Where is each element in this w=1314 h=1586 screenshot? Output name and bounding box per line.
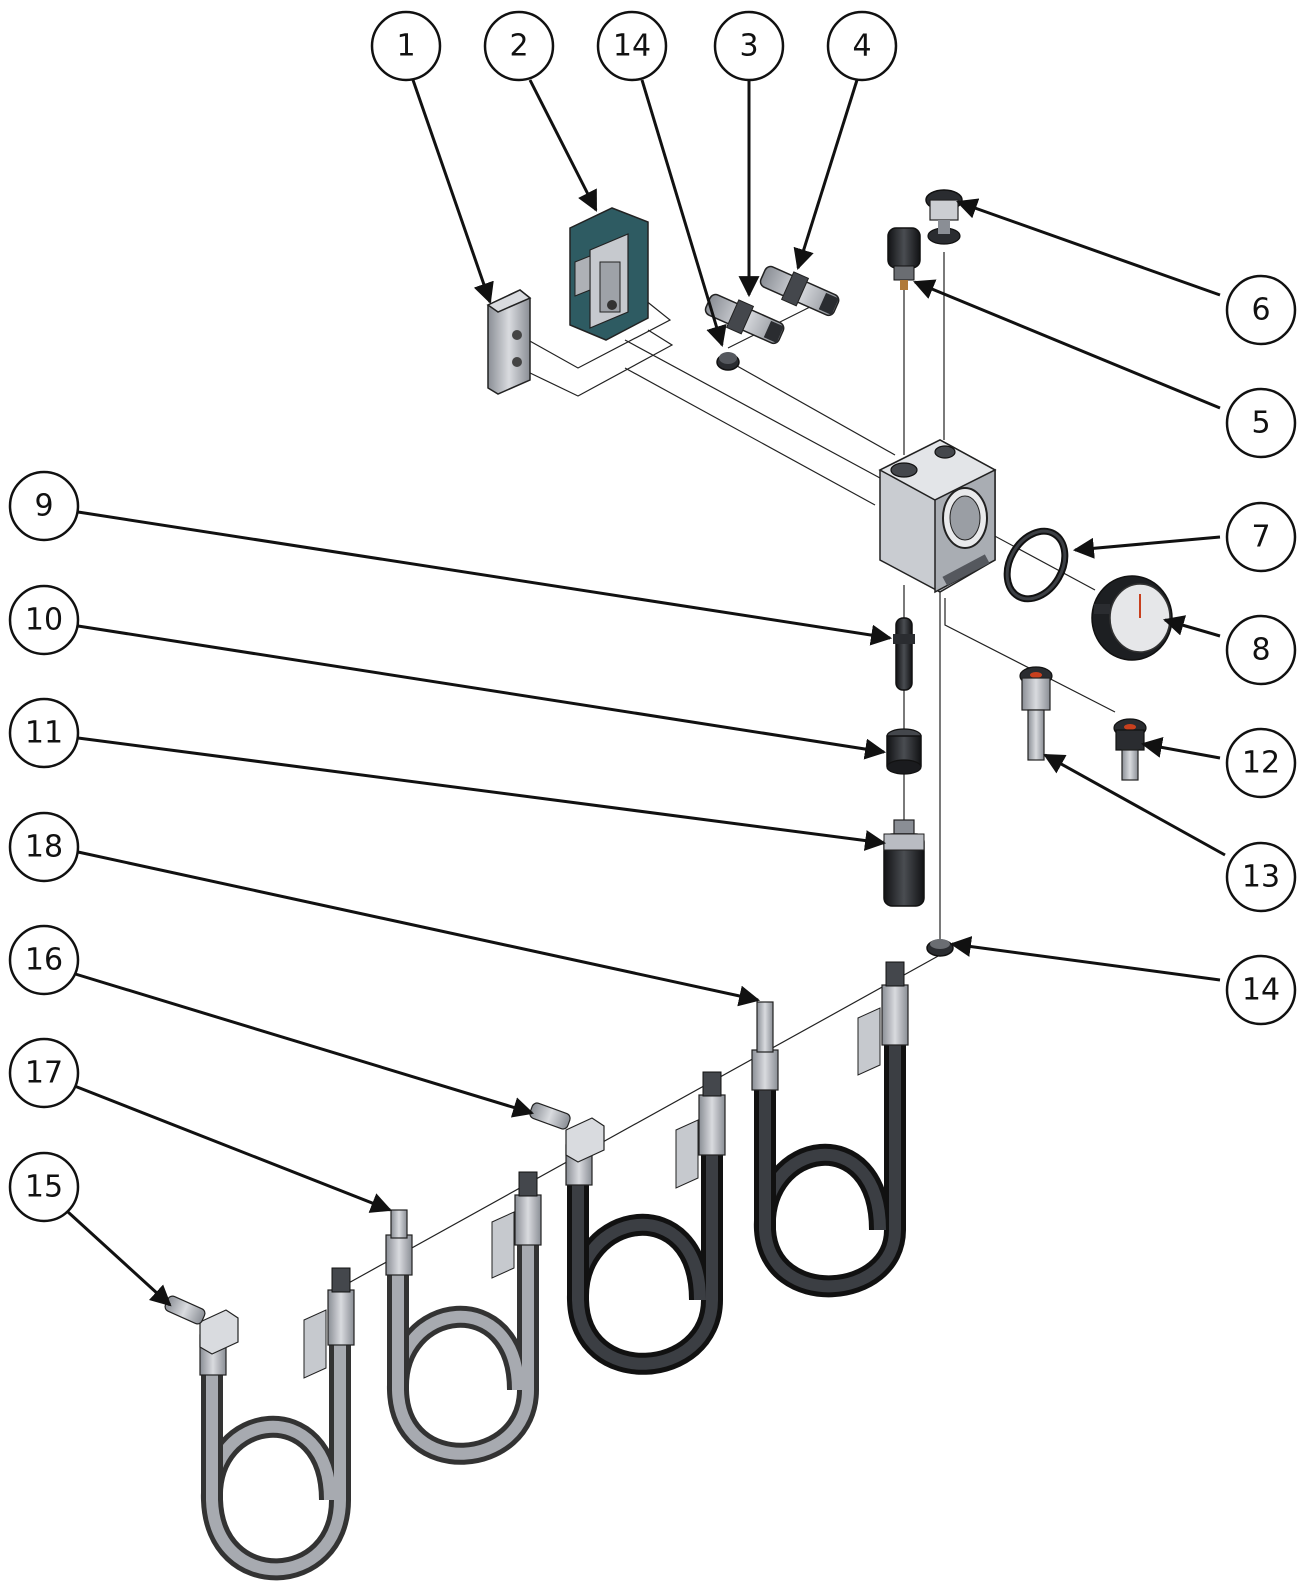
callout-10: 10 — [8, 584, 80, 656]
callout-9: 9 — [8, 470, 80, 542]
callout-14-lower-label: 14 — [1242, 973, 1280, 1008]
part-1-rail-block — [486, 289, 532, 395]
part-9-check-valve — [893, 617, 915, 691]
callout-9-label: 9 — [34, 489, 53, 524]
callout-2: 2 — [483, 10, 555, 82]
callout-5: 5 — [1225, 387, 1297, 459]
callout-16-label: 16 — [25, 943, 63, 978]
assembly-lines — [344, 252, 1116, 1286]
hose-18 — [751, 961, 909, 1298]
callout-14-lower: 14 — [1225, 954, 1297, 1026]
part-8-pressure-gauge — [1091, 575, 1173, 661]
callout-7: 7 — [1225, 501, 1297, 573]
callout-18: 18 — [8, 811, 80, 883]
part-11-silencer — [883, 819, 925, 907]
callout-8: 8 — [1225, 614, 1297, 686]
part-5-adjustment-knob — [887, 227, 921, 290]
callout-3: 3 — [713, 10, 785, 82]
callout-14-upper: 14 — [596, 10, 668, 82]
hose-17 — [385, 1171, 542, 1465]
callout-12: 12 — [1225, 727, 1297, 799]
main-valve-body — [878, 439, 997, 594]
callout-5-label: 5 — [1251, 406, 1270, 441]
callout-1: 1 — [370, 10, 442, 82]
callouts: 1 2 14 3 4 6 5 7 — [8, 10, 1297, 1223]
callout-4: 4 — [826, 10, 898, 82]
part-7-o-ring — [1003, 527, 1069, 603]
callout-7-label: 7 — [1251, 520, 1270, 555]
part-14-upper-nut — [716, 352, 740, 371]
callout-2-label: 2 — [509, 29, 528, 64]
part-13-hose-fitting — [1019, 666, 1053, 761]
callout-4-label: 4 — [852, 29, 871, 64]
callout-15: 15 — [8, 1151, 80, 1223]
callout-17: 17 — [8, 1037, 80, 1109]
callout-11: 11 — [8, 697, 80, 769]
callout-18-label: 18 — [25, 830, 63, 865]
hose-15 — [164, 1267, 355, 1581]
part-14-lower-nut — [926, 939, 954, 957]
callout-14-upper-label: 14 — [613, 29, 651, 64]
part-2-mounting-bracket — [569, 207, 649, 341]
callout-13-label: 13 — [1242, 860, 1280, 895]
callout-15-label: 15 — [25, 1170, 63, 1205]
part-10-sleeve — [886, 728, 922, 775]
callout-13: 13 — [1225, 841, 1297, 913]
callout-8-label: 8 — [1251, 633, 1270, 668]
callout-3-label: 3 — [739, 29, 758, 64]
hose-16 — [529, 1071, 726, 1375]
callout-6: 6 — [1225, 274, 1297, 346]
hose-assemblies — [164, 961, 909, 1581]
part-3-cartridge-valve — [704, 293, 785, 345]
callout-6-label: 6 — [1251, 293, 1270, 328]
callout-16: 16 — [8, 924, 80, 996]
callout-17-label: 17 — [25, 1056, 63, 1091]
callout-11-label: 11 — [25, 716, 63, 751]
leader-lines — [66, 79, 1226, 1307]
callout-10-label: 10 — [25, 603, 63, 638]
part-12-hose-fitting — [1113, 718, 1147, 781]
part-4-cartridge-valve — [759, 265, 840, 317]
callout-1-label: 1 — [396, 29, 415, 64]
part-6-pressure-plug — [925, 189, 963, 245]
callout-12-label: 12 — [1242, 746, 1280, 781]
